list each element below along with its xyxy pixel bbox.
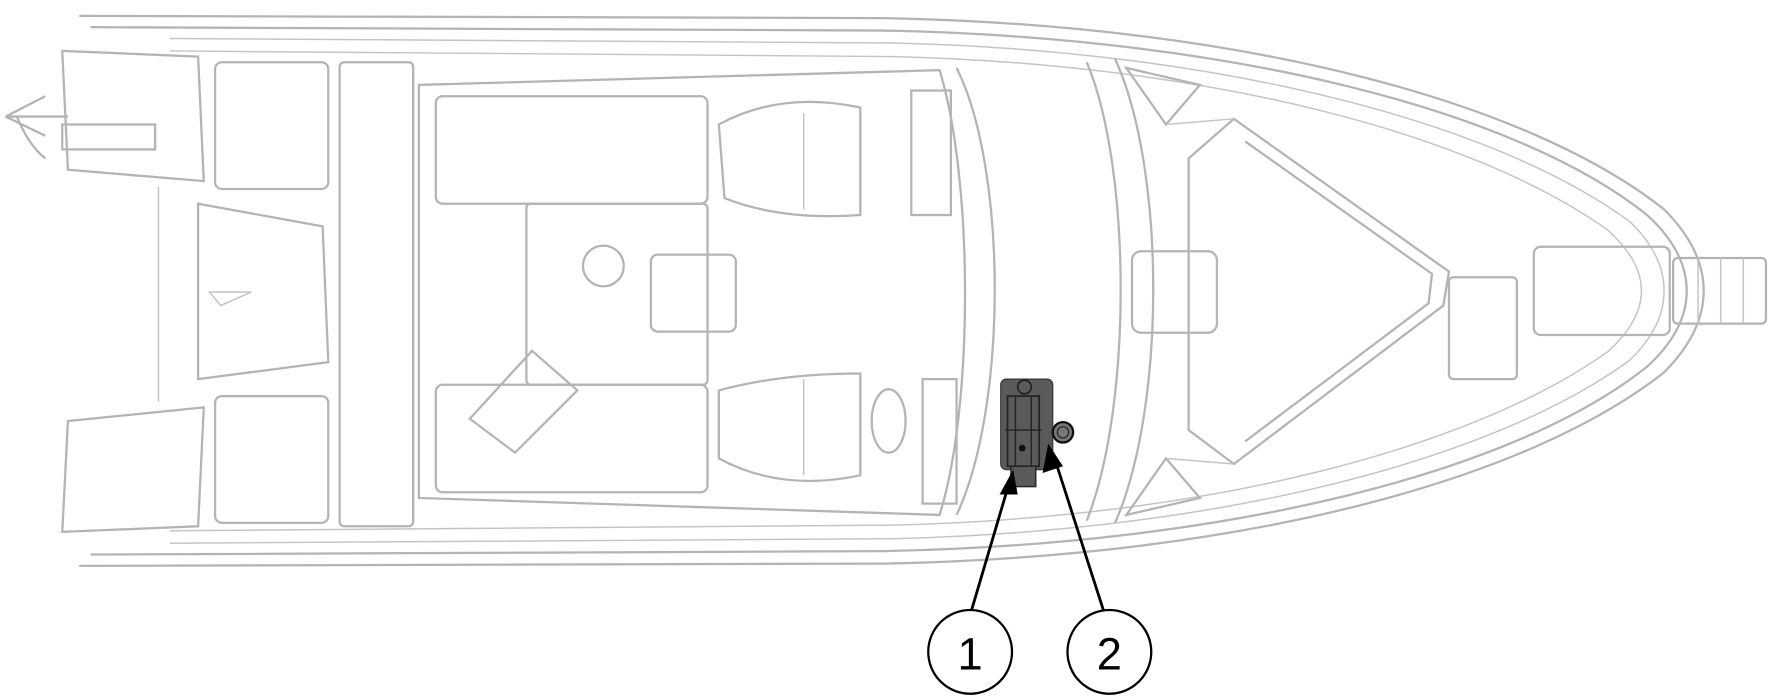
bow-seats — [1123, 66, 1519, 517]
cap-component — [1051, 420, 1075, 444]
stern-anchor — [5, 95, 157, 160]
callout-1: 1 — [927, 469, 1018, 695]
bow-ladder — [1532, 245, 1768, 337]
windshield — [955, 58, 1155, 524]
highlighted-component — [1000, 378, 1075, 488]
stern-seats — [61, 49, 415, 534]
callout-1-label: 1 — [958, 629, 983, 680]
callout-2-label: 2 — [1097, 629, 1122, 680]
cockpit — [417, 69, 967, 517]
callout-2: 2 — [1042, 443, 1153, 695]
hull-outline — [79, 14, 1705, 567]
